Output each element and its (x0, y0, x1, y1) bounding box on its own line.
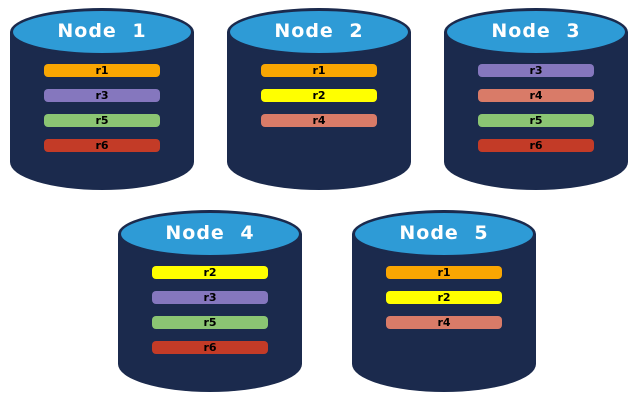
replica-bar: r6 (478, 139, 594, 152)
replica-label: r1 (95, 64, 109, 77)
replica-bar: r2 (261, 89, 377, 102)
replica-list: r2 r3 r5 r6 (118, 266, 302, 354)
replica-bar: r3 (152, 291, 268, 304)
replica-label: r6 (203, 341, 217, 354)
node-row-bottom: Node 4 r2 r3 r5 r6 Node 5 r1 r2 r4 (8, 210, 638, 392)
replica-bar: r5 (478, 114, 594, 127)
cylinder-body (227, 32, 411, 190)
replica-bar: r5 (44, 114, 160, 127)
replica-label: r5 (203, 316, 217, 329)
replica-label: r6 (95, 139, 109, 152)
replica-label: r3 (203, 291, 217, 304)
replica-bar: r1 (44, 64, 160, 77)
replica-bar: r1 (261, 64, 377, 77)
cylinder-body (118, 234, 302, 392)
node-label: Node 3 (491, 20, 581, 42)
replica-list: r1 r3 r5 r6 (10, 64, 194, 152)
replica-bar: r4 (261, 114, 377, 127)
cylinder-top: Node 1 (10, 8, 194, 56)
replica-bar: r2 (386, 291, 502, 304)
replica-label: r3 (95, 89, 109, 102)
replica-list: r1 r2 r4 (227, 64, 411, 127)
replica-label: r4 (529, 89, 543, 102)
replica-bar: r4 (386, 316, 502, 329)
replica-bar: r6 (44, 139, 160, 152)
replica-bar: r3 (44, 89, 160, 102)
replica-label: r2 (203, 266, 217, 279)
replica-label: r1 (312, 64, 326, 77)
database-node: Node 2 r1 r2 r4 (227, 8, 411, 190)
replica-bar: r2 (152, 266, 268, 279)
replica-bar: r6 (152, 341, 268, 354)
replica-label: r6 (529, 139, 543, 152)
replica-label: r2 (312, 89, 326, 102)
replica-bar: r5 (152, 316, 268, 329)
replica-bar: r1 (386, 266, 502, 279)
replica-label: r5 (95, 114, 109, 127)
database-node: Node 1 r1 r3 r5 r6 (10, 8, 194, 190)
cylinder-top: Node 5 (352, 210, 536, 258)
node-row-top: Node 1 r1 r3 r5 r6 Node 2 r1 r2 r4 Node … (0, 8, 638, 190)
cylinder-body (352, 234, 536, 392)
database-node: Node 4 r2 r3 r5 r6 (118, 210, 302, 392)
cylinder-top: Node 2 (227, 8, 411, 56)
node-label: Node 5 (399, 222, 489, 244)
database-node: Node 5 r1 r2 r4 (352, 210, 536, 392)
node-label: Node 1 (57, 20, 147, 42)
cylinder-top: Node 4 (118, 210, 302, 258)
node-label: Node 2 (274, 20, 364, 42)
replica-label: r4 (312, 114, 326, 127)
replica-label: r4 (437, 316, 451, 329)
cylinder-top: Node 3 (444, 8, 628, 56)
replica-list: r1 r2 r4 (352, 266, 536, 329)
replica-label: r5 (529, 114, 543, 127)
replica-label: r3 (529, 64, 543, 77)
replica-bar: r3 (478, 64, 594, 77)
cylinder-body (10, 32, 194, 190)
replica-bar: r4 (478, 89, 594, 102)
replica-list: r3 r4 r5 r6 (444, 64, 628, 152)
database-node: Node 3 r3 r4 r5 r6 (444, 8, 628, 190)
replica-label: r2 (437, 291, 451, 304)
node-label: Node 4 (165, 222, 255, 244)
cylinder-body (444, 32, 628, 190)
replica-label: r1 (437, 266, 451, 279)
